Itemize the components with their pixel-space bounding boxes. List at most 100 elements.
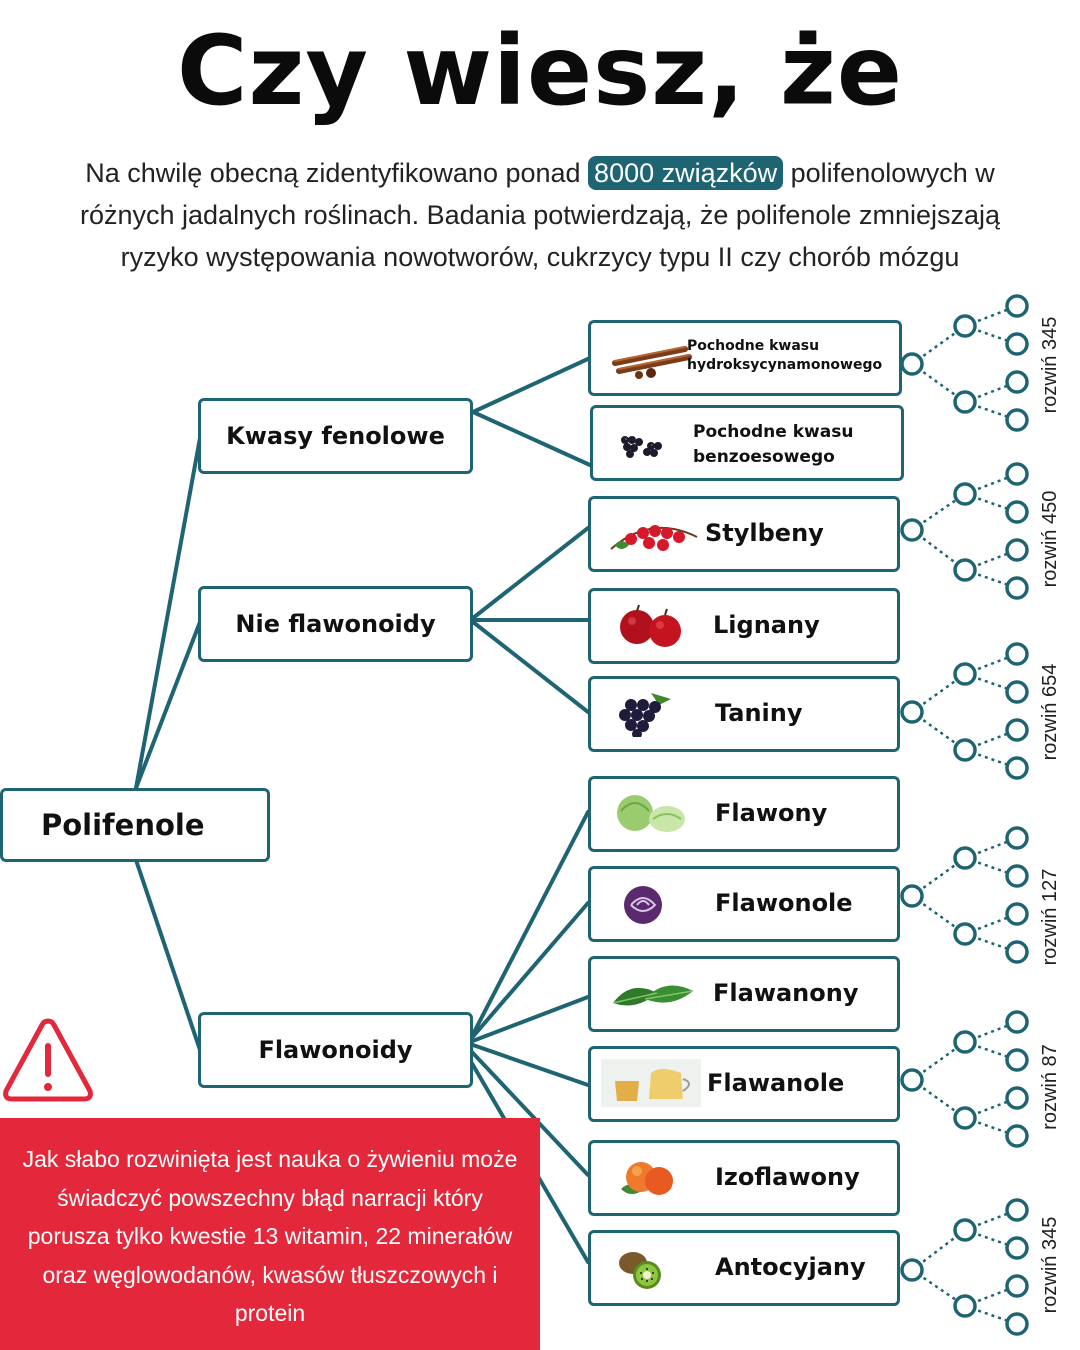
expand-node-leaf[interactable] xyxy=(1005,902,1029,926)
expand-node-leaf[interactable] xyxy=(1005,538,1029,562)
connector-kwasy-leaf1 xyxy=(471,356,592,414)
expand-label-stylbeny[interactable]: rozwiń 450 xyxy=(1039,490,1061,588)
expand-node-mid[interactable] xyxy=(953,390,977,414)
connector-flaw-leaf9 xyxy=(468,1042,590,1087)
tea-icon xyxy=(601,1059,701,1107)
expand-node-leaf[interactable] xyxy=(1005,408,1029,432)
expand-node-root[interactable] xyxy=(900,884,924,908)
expand-tree-flawonole[interactable] xyxy=(900,826,1029,964)
leaf-antocyjany[interactable]: Antocyjany xyxy=(588,1230,900,1306)
connector-flaw-leaf7 xyxy=(468,901,590,1042)
expand-label-flawonole[interactable]: rozwiń 127 xyxy=(1039,868,1061,966)
expand-node-root[interactable] xyxy=(900,1258,924,1282)
expand-node-leaf[interactable] xyxy=(1005,864,1029,888)
connector-flaw-leaf6 xyxy=(468,810,590,1042)
expand-node-leaf[interactable] xyxy=(1005,332,1029,356)
connector-flaw-leaf10 xyxy=(468,1048,590,1177)
leaf-label: Lignany xyxy=(713,611,820,639)
expand-node-leaf[interactable] xyxy=(1005,940,1029,964)
node-polifenole[interactable]: Polifenole xyxy=(0,788,270,862)
expand-node-leaf[interactable] xyxy=(1005,1236,1029,1260)
expand-node-mid[interactable] xyxy=(953,662,977,686)
leaf-stylbeny[interactable]: Stylbeny xyxy=(588,496,900,572)
leaf-label: Pochodne kwasu benzoesowego xyxy=(693,422,854,467)
warning-triangle-icon xyxy=(3,1018,93,1102)
leaf-flawony[interactable]: Flawony xyxy=(588,776,900,852)
leaf-flawanole[interactable]: Flawanole xyxy=(588,1046,900,1122)
spinach-icon xyxy=(612,985,694,1006)
intro-text: Na chwilę obecną zidentyfikowano ponad 8… xyxy=(40,152,1040,278)
expand-node-mid[interactable] xyxy=(953,1218,977,1242)
leaf-label: Stylbeny xyxy=(705,519,824,547)
expand-label-hydroksycynamonowy[interactable]: rozwiń 345 xyxy=(1039,316,1061,414)
expand-node-leaf[interactable] xyxy=(1005,294,1029,318)
leaf-label: Flawonole xyxy=(715,889,853,917)
leaf-taniny[interactable]: Taniny xyxy=(588,676,900,752)
intro-highlight: 8000 związków xyxy=(588,156,784,190)
expand-node-mid[interactable] xyxy=(953,922,977,946)
expand-node-leaf[interactable] xyxy=(1005,642,1029,666)
leaf-benzoesowy[interactable]: Pochodne kwasu benzoesowego xyxy=(590,405,904,481)
leaf-hydroksycynamonowy[interactable]: Pochodne kwasu hydroksycynamonowego xyxy=(588,320,902,396)
expand-tree-stylbeny[interactable] xyxy=(900,462,1029,600)
peach-icon xyxy=(621,1162,673,1195)
expand-node-mid[interactable] xyxy=(953,1030,977,1054)
expand-tree-taniny[interactable] xyxy=(900,642,1029,780)
expand-node-leaf[interactable] xyxy=(1005,1124,1029,1148)
connector-nieflaw-leaf3 xyxy=(471,526,590,620)
expand-node-leaf[interactable] xyxy=(1005,1198,1029,1222)
expand-node-mid[interactable] xyxy=(953,314,977,338)
node-label: Polifenole xyxy=(41,808,205,842)
expand-label-taniny[interactable]: rozwiń 654 xyxy=(1039,663,1061,761)
leaf-lignany[interactable]: Lignany xyxy=(588,588,900,664)
expand-label-flawanole[interactable]: rozwiń 87 xyxy=(1039,1044,1061,1130)
expand-node-leaf[interactable] xyxy=(1005,1010,1029,1034)
expand-node-mid[interactable] xyxy=(953,1294,977,1318)
expand-node-root[interactable] xyxy=(900,700,924,724)
expand-node-leaf[interactable] xyxy=(1005,370,1029,394)
node-nie-flawonoidy[interactable]: Nie flawonoidy xyxy=(198,586,473,662)
expand-tree-antocyjany[interactable] xyxy=(900,1198,1029,1336)
expand-label-antocyjany[interactable]: rozwiń 345 xyxy=(1039,1216,1061,1314)
connector-root-nieflaw xyxy=(134,620,202,790)
expand-node-leaf[interactable] xyxy=(1005,680,1029,704)
leaf-flawonole[interactable]: Flawonole xyxy=(588,866,900,942)
node-label: Flawonoidy xyxy=(258,1036,413,1064)
kiwi-icon xyxy=(619,1252,661,1289)
expand-node-root[interactable] xyxy=(900,352,924,376)
expand-node-root[interactable] xyxy=(900,518,924,542)
expand-node-leaf[interactable] xyxy=(1005,1312,1029,1336)
node-flawonoidy[interactable]: Flawonoidy xyxy=(198,1012,473,1088)
leaf-flawanony[interactable]: Flawanony xyxy=(588,956,900,1032)
expand-node-mid[interactable] xyxy=(953,846,977,870)
leaf-label: Antocyjany xyxy=(715,1253,866,1281)
expand-node-leaf[interactable] xyxy=(1005,826,1029,850)
leaf-izoflawony[interactable]: Izoflawony xyxy=(588,1140,900,1216)
expand-node-mid[interactable] xyxy=(953,738,977,762)
expand-node-mid[interactable] xyxy=(953,1106,977,1130)
expand-node-leaf[interactable] xyxy=(1005,576,1029,600)
expand-node-leaf[interactable] xyxy=(1005,718,1029,742)
cabbage-icon xyxy=(617,795,685,832)
expand-node-mid[interactable] xyxy=(953,558,977,582)
red-cabbage-icon xyxy=(624,886,662,924)
leaf-label: Flawanole xyxy=(707,1069,845,1097)
cinnamon-icon xyxy=(612,346,692,379)
expand-node-leaf[interactable] xyxy=(1005,1274,1029,1298)
expand-node-leaf[interactable] xyxy=(1005,1048,1029,1072)
expand-tree-flawanole[interactable] xyxy=(900,1010,1029,1148)
expand-node-leaf[interactable] xyxy=(1005,462,1029,486)
expand-tree-hydroksycynamonowy[interactable] xyxy=(900,294,1029,432)
leaf-label: Flawony xyxy=(715,799,828,827)
node-kwasy-fenolowe[interactable]: Kwasy fenolowe xyxy=(198,398,473,474)
expand-node-leaf[interactable] xyxy=(1005,1086,1029,1110)
expand-node-leaf[interactable] xyxy=(1005,756,1029,780)
leaf-label: Taniny xyxy=(715,699,803,727)
expand-node-leaf[interactable] xyxy=(1005,500,1029,524)
leaf-label: Flawanony xyxy=(713,979,859,1007)
intro-before: Na chwilę obecną zidentyfikowano ponad xyxy=(85,158,589,188)
expand-node-mid[interactable] xyxy=(953,482,977,506)
expand-node-root[interactable] xyxy=(900,1068,924,1092)
warning-box: Jak słabo rozwinięta jest nauka o żywien… xyxy=(0,1118,540,1350)
